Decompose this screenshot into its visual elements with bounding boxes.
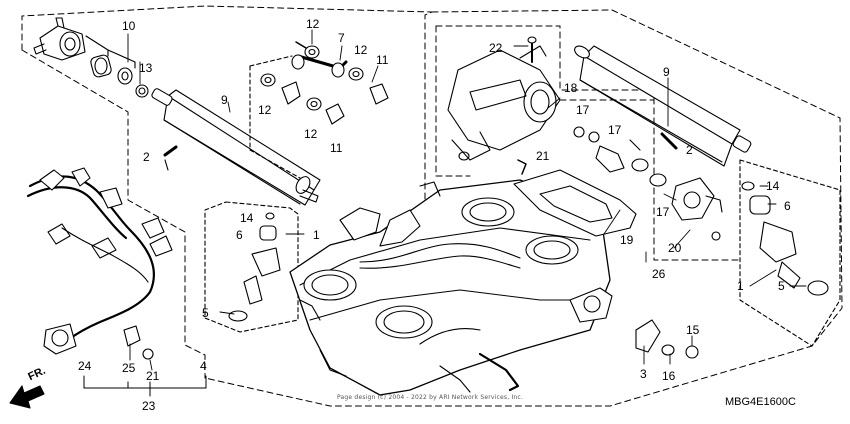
callout-12-top: 12 (306, 17, 320, 31)
callout-26: 26 (652, 267, 666, 281)
callout-21-right: 21 (536, 149, 550, 163)
throttle-position-sensor-assembly (447, 36, 723, 241)
callout-20: 20 (668, 241, 682, 255)
callout-4: 4 (200, 359, 207, 373)
callout-5-right: 5 (778, 279, 785, 293)
diagram-code: MBG4E1600C (725, 396, 796, 408)
callout-16: 16 (662, 369, 676, 383)
callout-9: 9 (663, 65, 670, 79)
callout-2-left: 2 (143, 150, 150, 164)
direction-arrow-icon (9, 385, 45, 409)
link-rod-assembly (249, 41, 389, 179)
callout-24: 24 (78, 359, 92, 373)
callout-14-left: 14 (240, 211, 254, 225)
bolt-2-left-shaft (164, 159, 169, 171)
callout-17-c: 17 (656, 205, 670, 219)
callout-7: 7 (338, 31, 345, 45)
callout-22: 22 (489, 41, 503, 55)
group-23-bracket (83, 375, 207, 397)
callout-18: 18 (564, 81, 578, 95)
callout-23: 23 (142, 399, 156, 413)
callout-25: 25 (122, 361, 136, 375)
callout-11-bottom: 11 (330, 141, 343, 155)
callout-17-a: 17 (576, 103, 590, 117)
right-injector-group (739, 159, 841, 347)
callout-6-left: 6 (236, 228, 243, 242)
callout-14-right: 14 (766, 179, 780, 193)
wire-harness (26, 167, 173, 360)
outer-dashed-frame (21, 5, 843, 407)
left-fuel-rail (151, 88, 321, 206)
callout-1-left: 1 (313, 228, 320, 242)
callout-5-left: 5 (202, 306, 209, 320)
callout-19: 19 (620, 233, 634, 247)
leader-lines (127, 29, 807, 371)
gasket (513, 159, 637, 237)
callout-12-left: 12 (258, 103, 272, 117)
credit-text: Page design (c) 2004 - 2022 by ARI Netwo… (337, 394, 524, 401)
callout-10: 10 (122, 19, 136, 33)
bolt-2-left (163, 145, 178, 157)
callout-1-right: 1 (737, 279, 744, 293)
callout-6-right: 6 (784, 199, 791, 213)
callout-13: 13 (139, 61, 153, 75)
pressure-regulator-assembly (33, 17, 149, 98)
left-injector-group (204, 201, 299, 333)
callout-3: 3 (640, 367, 647, 381)
callout-12-right: 12 (354, 43, 368, 57)
callout-12-bottom: 12 (304, 127, 318, 141)
throttle-body (289, 179, 613, 396)
callout-8: 9 (221, 93, 228, 107)
callout-2-right: 2 (686, 143, 693, 157)
callout-15: 15 (686, 323, 700, 337)
callout-17-b: 17 (608, 123, 622, 137)
callout-11-top: 11 (376, 53, 389, 67)
right-group-frame (435, 25, 741, 261)
right-fuel-rail (574, 45, 752, 167)
callout-21-left: 21 (146, 369, 160, 383)
